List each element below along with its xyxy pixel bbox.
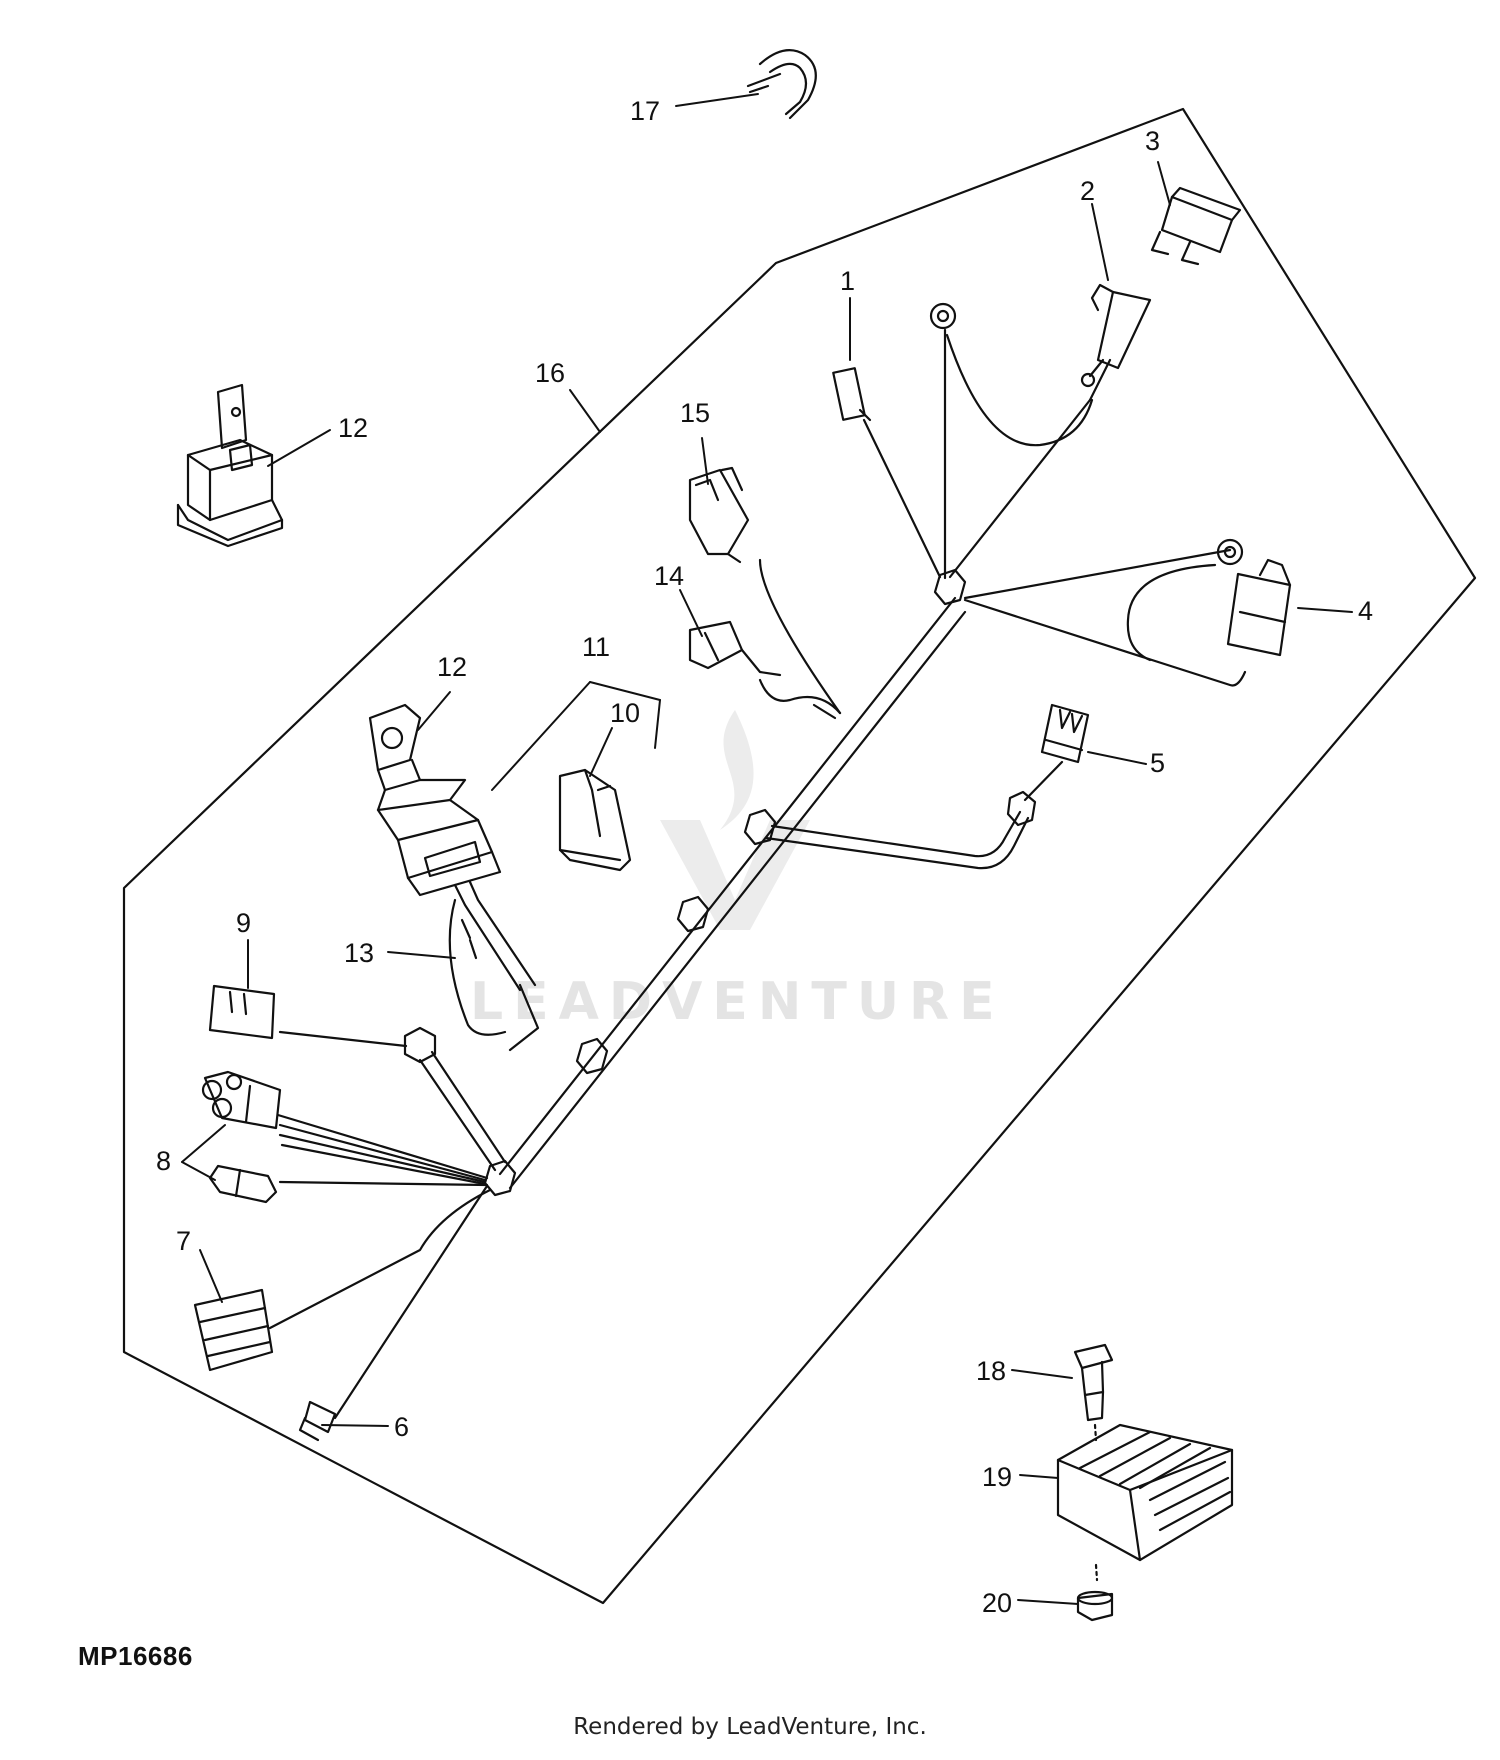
part-8-connector-a <box>201 1070 282 1130</box>
callout-4: 4 <box>1358 596 1373 626</box>
ring-terminal-top-inner <box>936 309 950 323</box>
part-14-connector <box>688 620 782 677</box>
diagram-part-number: MP16686 <box>78 1641 193 1671</box>
callout-6: 6 <box>394 1412 409 1442</box>
part-18-bolt <box>1073 1343 1114 1442</box>
callout-1: 1 <box>840 266 855 296</box>
callout-11: 11 <box>582 632 610 662</box>
callout-12-top: 12 <box>338 413 368 443</box>
callout-16: 16 <box>535 358 565 388</box>
callout-17: 17 <box>630 96 660 126</box>
callout-12-relay: 12 <box>437 652 467 682</box>
part-20-nut <box>1076 1590 1114 1622</box>
part-1-terminal-cover <box>832 367 872 422</box>
branch-to-connector-5 <box>764 760 1064 870</box>
part-8-connector-b <box>208 1164 278 1204</box>
callout-labels: 1 2 3 4 5 6 7 8 9 10 11 12 12 13 14 15 1… <box>156 96 1373 1618</box>
harness-kit-outline <box>122 107 1477 1605</box>
part-5-connector <box>1040 703 1090 764</box>
callout-13: 13 <box>344 938 374 968</box>
callout-18: 18 <box>976 1356 1006 1386</box>
footer-credit: Rendered by LeadVenture, Inc. <box>573 1714 927 1740</box>
part-6-terminal <box>298 1400 337 1442</box>
part-3-blade-fuse <box>1150 186 1242 266</box>
part-9-connector <box>208 984 276 1040</box>
lower-branch-wires <box>268 983 540 1420</box>
harness-nodes <box>403 568 1037 1197</box>
callout-9: 9 <box>236 908 251 938</box>
part-15-connector <box>688 466 750 564</box>
ring-terminal-top <box>929 302 957 330</box>
part-4-connector <box>1216 538 1292 657</box>
watermark-text: LEADVENTURE <box>470 972 1005 1032</box>
callout-3: 3 <box>1145 126 1160 156</box>
part-10-clip <box>558 768 632 872</box>
callout-7: 7 <box>176 1226 191 1256</box>
callout-5: 5 <box>1150 748 1165 778</box>
callout-15: 15 <box>680 398 710 428</box>
callout-14: 14 <box>654 561 684 591</box>
callout-2: 2 <box>1080 176 1095 206</box>
leader-lines <box>181 93 1353 1605</box>
top-branch-wires <box>758 328 1247 720</box>
callout-20: 20 <box>982 1588 1012 1618</box>
part-19-regulator <box>1056 1423 1234 1582</box>
part-17-cable-tie <box>746 49 817 120</box>
main-harness-trunk <box>498 596 967 1190</box>
part-12-relay <box>176 383 284 548</box>
relay-assembly <box>368 703 537 1036</box>
callout-8: 8 <box>156 1146 171 1176</box>
watermark-logo-icon <box>660 710 810 930</box>
callout-19: 19 <box>982 1462 1012 1492</box>
part-7-connector <box>193 1288 274 1372</box>
part-2-fuse-holder <box>1080 283 1152 388</box>
callout-10: 10 <box>610 698 640 728</box>
